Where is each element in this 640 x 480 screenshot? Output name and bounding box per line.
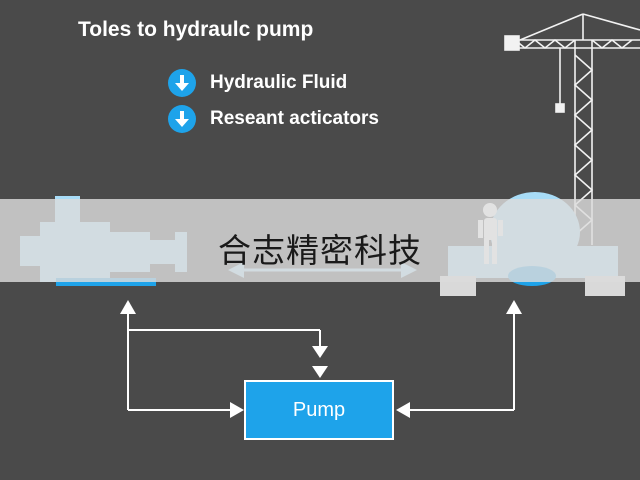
legend-label: Hydraulic Fluid: [210, 72, 348, 93]
legend-item-hydraulic-fluid: Hydraulic Fluid: [168, 68, 347, 98]
pump-label: Pump: [292, 398, 346, 421]
pump-box: Pump: [244, 380, 394, 440]
down-arrow-icon: [168, 69, 196, 97]
tower-crane-icon: [504, 13, 640, 245]
watermark-text: 合志精密科技: [218, 231, 422, 270]
legend-item-reseant-acticators: Reseant acticators: [168, 104, 379, 134]
watermark-banner: [0, 199, 640, 282]
diagram-title: Toles to hydraulc pump: [78, 18, 314, 41]
legend-label: Reseant acticators: [210, 108, 379, 129]
flow-connectors: [120, 300, 522, 418]
down-arrow-icon: [168, 105, 196, 133]
